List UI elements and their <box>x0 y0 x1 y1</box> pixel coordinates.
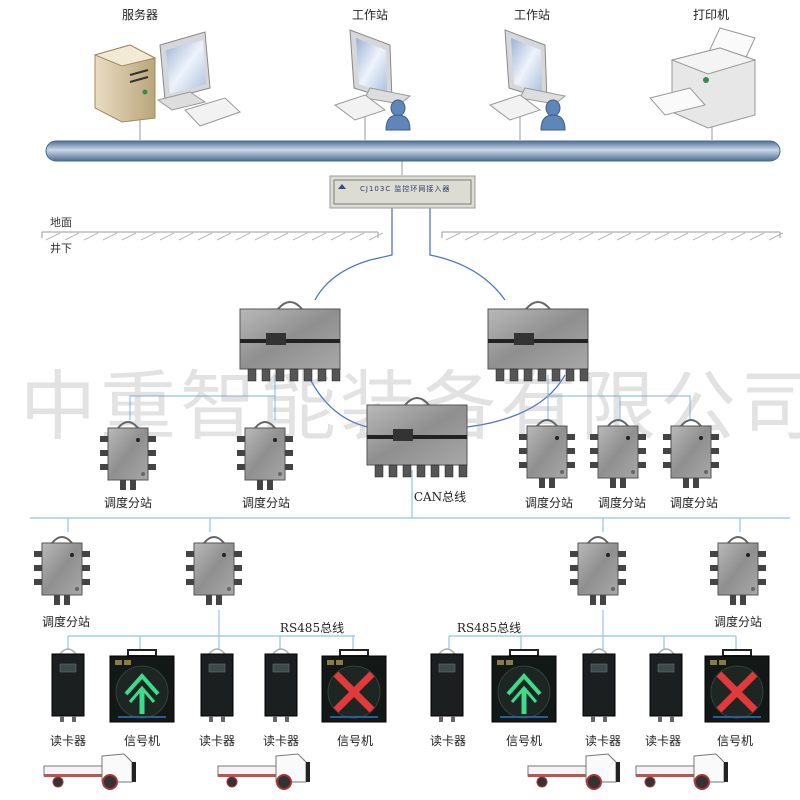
substation-label: 调度分站 <box>241 496 291 510</box>
substation-icon <box>100 421 156 490</box>
card-reader-icon <box>264 648 298 722</box>
mine-vehicle-icon <box>527 753 620 790</box>
workstation-icon <box>333 29 412 131</box>
device-label: 读卡器 <box>584 734 622 748</box>
printer-icon <box>649 27 757 129</box>
ground-line <box>41 231 781 238</box>
device-label: 信号机 <box>336 734 374 748</box>
device-label: 信号机 <box>505 734 543 748</box>
main-substation-icon <box>487 301 589 382</box>
device-label: 读卡器 <box>49 734 87 748</box>
device-label: 信号机 <box>123 734 161 748</box>
main-substation-icon <box>239 301 341 382</box>
signal-light-green-arrow-icon <box>109 649 175 723</box>
server-icon <box>93 31 241 127</box>
mine-vehicle-icon <box>43 753 136 790</box>
device-label: 读卡器 <box>429 734 467 748</box>
substation-icon <box>570 536 626 605</box>
label-workstation-1: 工作站 <box>351 8 389 22</box>
ground-above-label: 地面 <box>50 216 72 229</box>
device-label: 信号机 <box>716 734 754 748</box>
substation-icon <box>590 419 646 488</box>
substation-label: 调度分站 <box>41 615 91 629</box>
card-reader-icon <box>582 648 616 722</box>
can-bus-label: CAN总线 <box>413 490 467 504</box>
card-reader-icon <box>200 648 234 722</box>
main-substation-icon <box>366 397 468 478</box>
label-printer: 打印机 <box>692 8 730 22</box>
mine-vehicle-icon <box>217 753 310 790</box>
substation-label: 调度分站 <box>524 496 574 510</box>
device-label: 读卡器 <box>644 734 682 748</box>
upper-branch-lines <box>129 375 691 518</box>
card-reader-icon <box>430 648 464 722</box>
substation-label: 调度分站 <box>669 496 719 510</box>
switch-label: CJ103C 监控环网接入器 <box>360 185 451 193</box>
card-reader-icon <box>51 648 85 722</box>
ring-network <box>307 208 566 429</box>
mine-vehicle-icon <box>635 753 728 790</box>
substation-icon <box>237 421 293 490</box>
network-switch-icon <box>329 175 476 209</box>
rs485-bus-lines <box>67 610 737 650</box>
signal-light-red-cross-icon <box>704 649 770 723</box>
ethernet-backbone <box>45 140 781 162</box>
device-label: 读卡器 <box>262 734 300 748</box>
substation-icon <box>34 536 90 605</box>
substation-icon <box>186 536 242 605</box>
signal-light-green-arrow-icon <box>491 649 557 723</box>
ground-below-label: 井下 <box>50 242 72 255</box>
substation-label: 调度分站 <box>713 615 763 629</box>
label-workstation-2: 工作站 <box>513 8 551 22</box>
device-label: 读卡器 <box>198 734 236 748</box>
substation-label: 调度分站 <box>597 496 647 510</box>
signal-light-red-cross-icon <box>321 649 387 723</box>
rs485-label: RS485总线 <box>279 621 345 635</box>
substation-label: 调度分站 <box>103 496 153 510</box>
workstation-icon <box>488 29 567 131</box>
label-server: 服务器 <box>121 8 159 22</box>
card-reader-icon <box>649 648 683 722</box>
substation-icon <box>710 536 766 605</box>
rs485-label: RS485总线 <box>456 621 522 635</box>
substation-icon <box>519 419 575 488</box>
substation-icon <box>663 419 719 488</box>
can-bus-line <box>30 517 790 532</box>
